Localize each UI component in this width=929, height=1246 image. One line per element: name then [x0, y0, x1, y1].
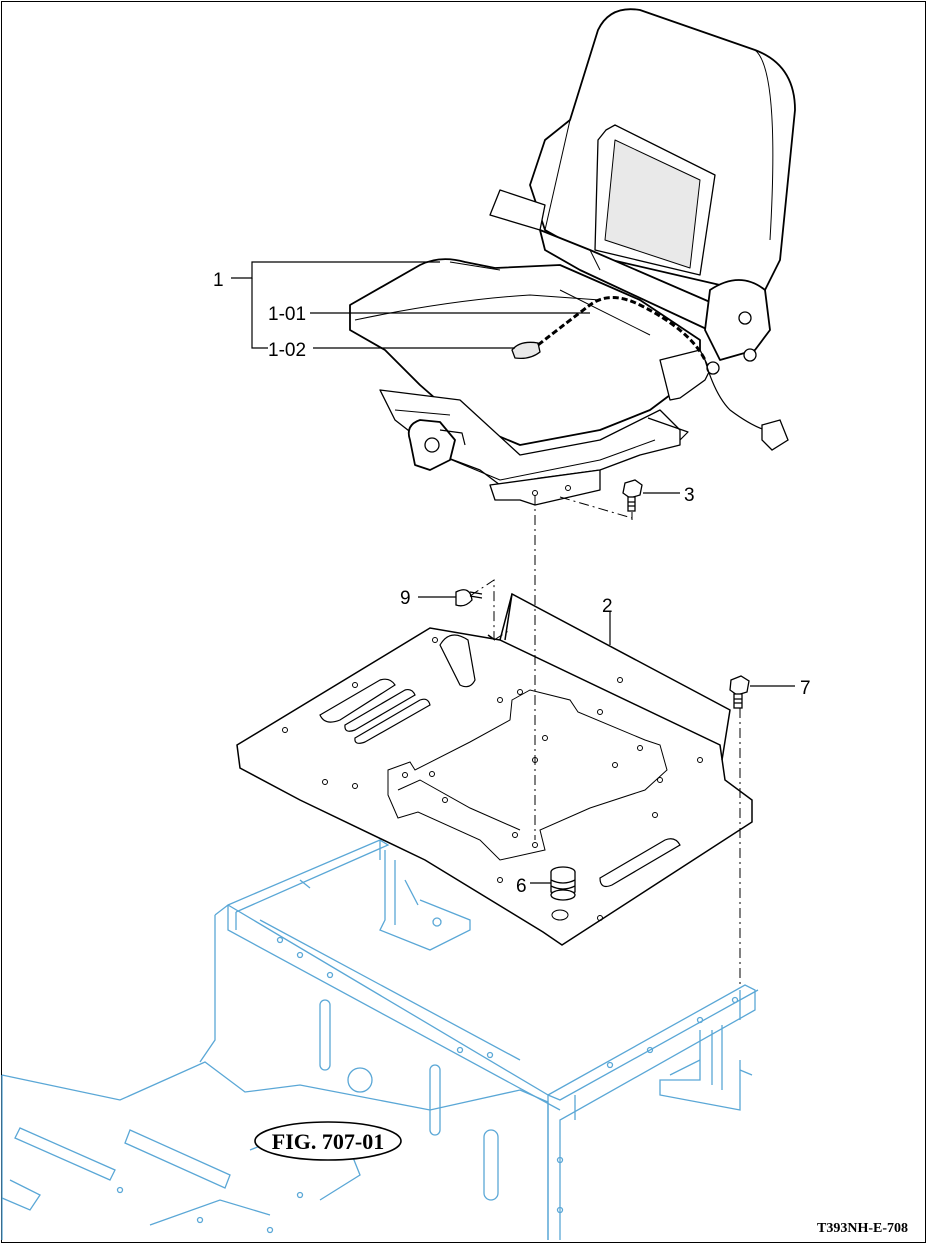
leader-lines	[231, 261, 795, 884]
callout-7: 7	[800, 678, 811, 699]
callout-1-02: 1-02	[268, 340, 306, 361]
callout-3: 3	[684, 485, 695, 506]
figure-label-badge: FIG. 707-01	[254, 1121, 402, 1161]
machine-frame	[1, 839, 759, 1240]
seat-switch-cable	[537, 296, 789, 451]
assembly-lines	[469, 495, 741, 985]
bolt-part-7	[729, 675, 750, 709]
mount-hole	[551, 909, 569, 921]
operator-seat	[349, 8, 796, 506]
drawing-code: T393NH-E-708	[817, 1221, 908, 1236]
bolt-part-3	[622, 479, 643, 512]
callout-9: 9	[400, 588, 411, 609]
rubber-mount-part-6	[550, 866, 576, 901]
callout-1-01: 1-01	[268, 304, 306, 325]
callout-1: 1	[213, 270, 224, 291]
figure-label: FIG. 707-01	[272, 1129, 384, 1154]
seat-plate	[236, 592, 753, 946]
callout-2: 2	[602, 596, 613, 617]
callout-6: 6	[516, 876, 527, 897]
screw-part-9	[455, 589, 483, 607]
